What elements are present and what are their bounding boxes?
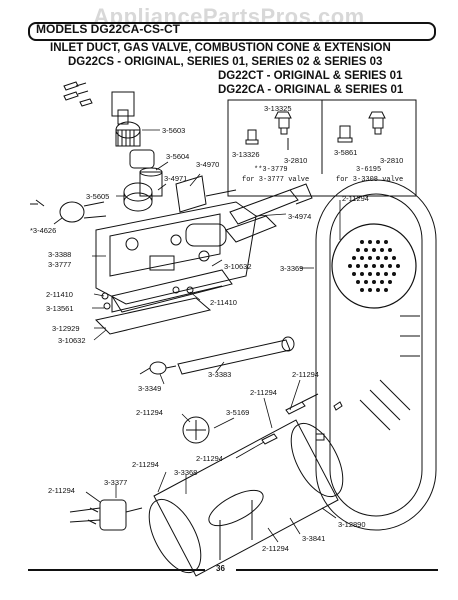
- inlet-duct-icon: [315, 179, 437, 531]
- diagram-subtitle-cs: DG22CS - ORIGINAL, SERIES 01, SERIES 02 …: [68, 56, 383, 68]
- part-label-3-5861: 3-5861: [334, 148, 358, 157]
- part-label-3-2810-left: 3-2810: [284, 156, 308, 165]
- part-label-3-3383: 3-3383: [208, 370, 232, 379]
- part-label-3-3777: 3-3777: [48, 260, 72, 269]
- watermark: AppliancePartsPros.com: [93, 4, 365, 29]
- gas-valve-coil-icon: [129, 149, 163, 197]
- part-label-3-3369: 3-3369: [280, 264, 304, 273]
- part-label-3-4971: 3-4971: [164, 174, 188, 183]
- part-label-3-13561: 3-13561: [46, 304, 74, 313]
- part-label-2-11294-a: 2-11294: [292, 370, 319, 379]
- inset-note-left-part: **3-3779: [254, 166, 288, 174]
- part-label-3-3388: 3-3388: [48, 250, 72, 259]
- leader-lines: [53, 129, 341, 543]
- part-label-2-11294-e: 2-11294: [132, 460, 159, 469]
- diagram-subtitle-ca: DG22CA - ORIGINAL & SERIES 01: [218, 84, 404, 96]
- part-label-3-4974: 3-4974: [288, 212, 312, 221]
- screw-set-icon: [63, 81, 93, 107]
- diagram-title: INLET DUCT, GAS VALVE, COMBUSTION CONE &…: [50, 42, 391, 54]
- part-label-2-11294-d: 2-11294: [196, 454, 223, 463]
- part-label-3-4970: 3-4970: [196, 160, 220, 169]
- part-label-3-4626: *3-4626: [30, 226, 57, 235]
- inset-note-right-text: for 3-3308 valve: [336, 176, 404, 184]
- gas-valve-body-icon: [95, 201, 277, 305]
- diagram-subtitle-ct: DG22CT - ORIGINAL & SERIES 01: [218, 70, 403, 82]
- part-label-3-13325: 3-13325: [264, 104, 292, 113]
- part-label-3-5605: 3-5605: [86, 192, 110, 201]
- part-label-2-11294-f: 2-11294: [48, 486, 75, 495]
- part-label-3-3349: 3-3349: [138, 384, 162, 393]
- combustion-cone-icon: [148, 419, 344, 577]
- part-label-2-11294-b: 2-11294: [250, 388, 277, 397]
- bracket-screws-icon: [101, 286, 194, 310]
- part-label-3-3368: 3-3368: [174, 468, 198, 477]
- flame-sensor-icon: [139, 361, 177, 375]
- part-label-3-10632-lower: 3-10632: [58, 336, 86, 345]
- igniter-bracket-icon: [175, 175, 237, 213]
- part-label-3-3841: 3-3841: [302, 534, 326, 543]
- part-label-3-5604: 3-5604: [166, 152, 190, 161]
- part-label-2-11294-top: 2-11294: [342, 194, 369, 203]
- inset-note-right-part: 3-6195: [356, 166, 382, 174]
- coil-cover-icon: [123, 182, 153, 212]
- wire-harness-icon: [69, 499, 143, 531]
- burner-tube-icon: [229, 183, 313, 225]
- part-label-2-11410-right: 2-11410: [210, 298, 237, 307]
- part-label-3-12929: 3-12929: [52, 324, 80, 333]
- igniter-icon: [30, 199, 107, 223]
- inset-note-left-text: for 3-3777 valve: [242, 176, 310, 184]
- part-label-3-10632-upper: 3-10632: [224, 262, 252, 271]
- burner-nozzle-icon: [177, 336, 295, 375]
- mounting-bracket-icon: [111, 269, 233, 313]
- thermostat-icon: [182, 416, 210, 444]
- part-label-3-13326: 3-13326: [232, 150, 260, 159]
- part-label-3-5603: 3-5603: [162, 126, 186, 135]
- part-label-2-11410-left: 2-11410: [46, 290, 73, 299]
- models-header-box: [28, 22, 436, 41]
- part-label-3-12890: 3-12890: [338, 520, 366, 529]
- orifice-left-icon: [245, 111, 292, 150]
- bracket-plate-icon: [95, 297, 212, 335]
- part-label-2-11294-c: 2-11294: [136, 408, 163, 417]
- page-number: 36: [216, 564, 225, 573]
- solenoid-coil-icon: [111, 91, 141, 147]
- duct-screws-icon: [261, 393, 343, 445]
- part-label-2-11294-g: 2-11294: [262, 544, 289, 553]
- part-label-3-5169: 3-5169: [226, 408, 250, 417]
- models-label: MODELS DG22CA-CS-CT: [36, 22, 181, 36]
- part-label-3-2810-right: 3-2810: [380, 156, 404, 165]
- orifice-right-icon: [337, 111, 386, 143]
- part-label-3-3377: 3-3377: [104, 478, 128, 487]
- combustion-extension-icon: [208, 489, 264, 560]
- duct-vent-holes: [348, 240, 400, 292]
